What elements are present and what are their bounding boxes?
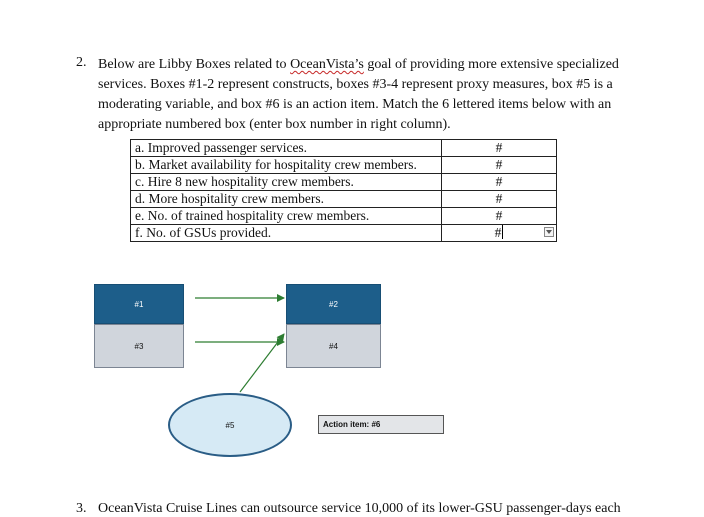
box-5-moderator: #5 bbox=[168, 393, 292, 457]
table-row: b. Market availability for hospitality c… bbox=[130, 156, 557, 174]
answer-cell-f[interactable]: # bbox=[441, 224, 557, 242]
table-row: e. No. of trained hospitality crew membe… bbox=[130, 207, 557, 225]
question-text: Below are Libby Boxes related to OceanVi… bbox=[98, 55, 658, 135]
question-text-after: goal of providing more extensive special… bbox=[98, 57, 619, 132]
next-question-text: OceanVista Cruise Lines can outsource se… bbox=[98, 501, 621, 516]
spellcheck-company-name: OceanVista’s bbox=[290, 57, 364, 72]
answer-value-f: # bbox=[494, 225, 502, 240]
box-3-proxy: #3 bbox=[94, 324, 184, 368]
box-4-proxy: #4 bbox=[286, 324, 381, 368]
next-question-number: 3. bbox=[76, 501, 87, 516]
dropdown-arrow-icon[interactable] bbox=[544, 227, 554, 237]
table-row: f. No. of GSUs provided. # bbox=[130, 224, 557, 242]
box-2-construct: #2 bbox=[286, 284, 381, 324]
item-d: d. More hospitality crew members. bbox=[130, 190, 442, 208]
item-f: f. No. of GSUs provided. bbox=[130, 224, 442, 242]
question-text-before: Below are Libby Boxes related to bbox=[98, 57, 291, 72]
item-b: b. Market availability for hospitality c… bbox=[130, 156, 442, 174]
question-number: 2. bbox=[76, 55, 87, 70]
item-e: e. No. of trained hospitality crew membe… bbox=[130, 207, 442, 225]
item-c: c. Hire 8 new hospitality crew members. bbox=[130, 173, 442, 191]
text-cursor bbox=[502, 225, 504, 239]
action-item-box: Action item: #6 bbox=[318, 415, 444, 434]
match-table: a. Improved passenger services. # b. Mar… bbox=[130, 139, 557, 242]
table-row: d. More hospitality crew members. # bbox=[130, 190, 557, 208]
table-row: c. Hire 8 new hospitality crew members. … bbox=[130, 173, 557, 191]
box-1-construct: #1 bbox=[94, 284, 184, 324]
arrow-5-moderator bbox=[239, 333, 285, 393]
